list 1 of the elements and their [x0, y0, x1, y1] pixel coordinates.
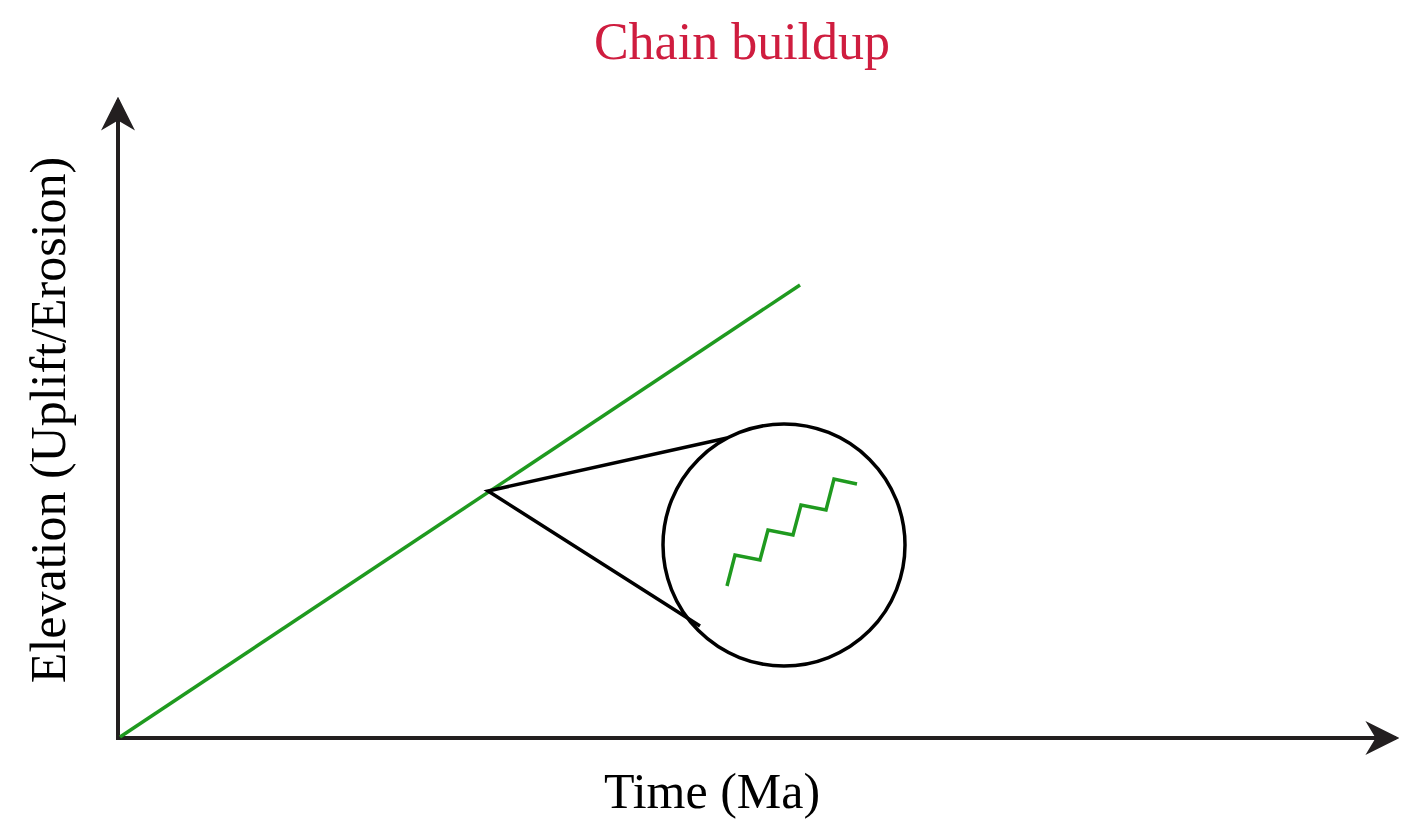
chart-title: Chain buildup: [592, 16, 892, 68]
